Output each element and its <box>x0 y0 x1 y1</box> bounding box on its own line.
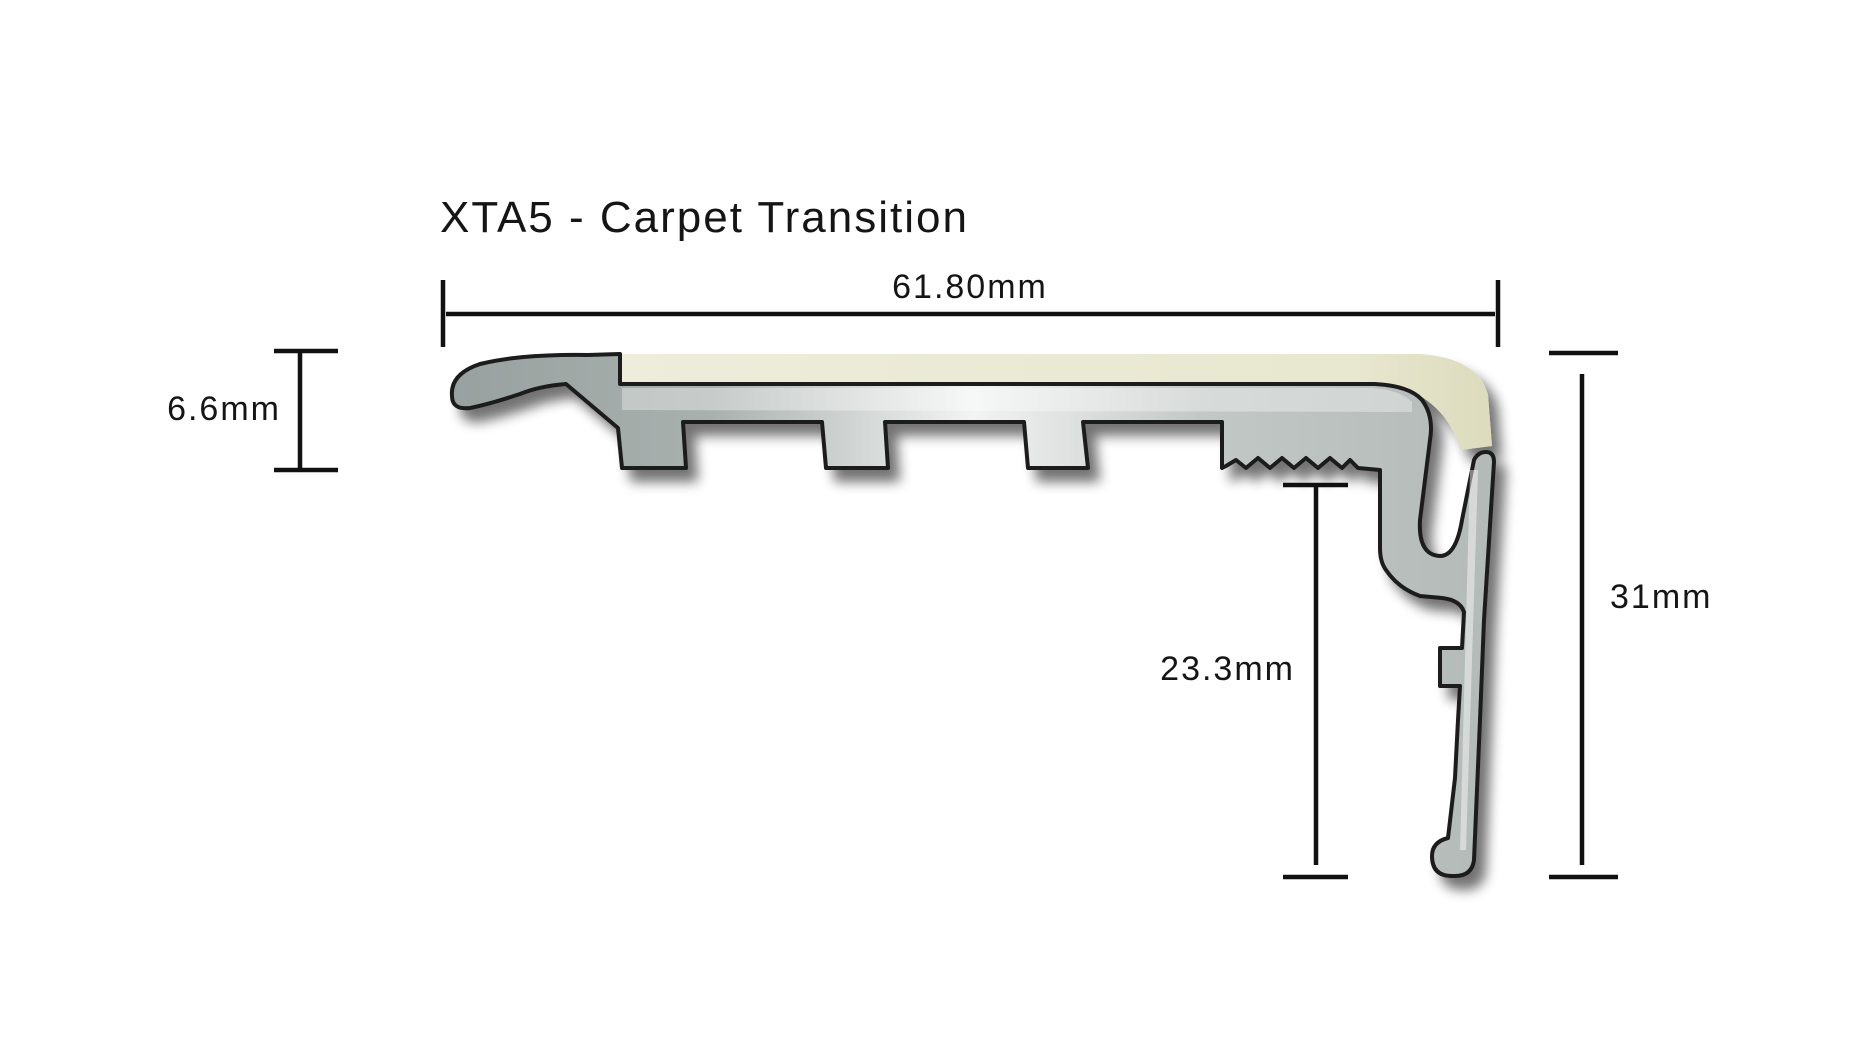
width-dimension: 61.80mm <box>440 268 1501 347</box>
diagram-title: XTA5 - Carpet Transition <box>440 193 969 242</box>
height-dimension: 31mm <box>1549 350 1712 880</box>
width-label: 61.80mm <box>892 268 1048 306</box>
top-face-highlight <box>622 388 1412 412</box>
profile-body <box>449 352 1496 878</box>
thickness-dimension: 6.6mm <box>167 348 338 473</box>
insert-strip <box>588 354 1492 450</box>
leg-height-label: 23.3mm <box>1160 650 1295 688</box>
profile-cross-section <box>449 352 1496 878</box>
leg-height-dimension: 23.3mm <box>1160 482 1348 880</box>
thickness-label: 6.6mm <box>167 390 281 428</box>
height-label: 31mm <box>1610 578 1712 616</box>
leg-highlight <box>1460 470 1478 850</box>
